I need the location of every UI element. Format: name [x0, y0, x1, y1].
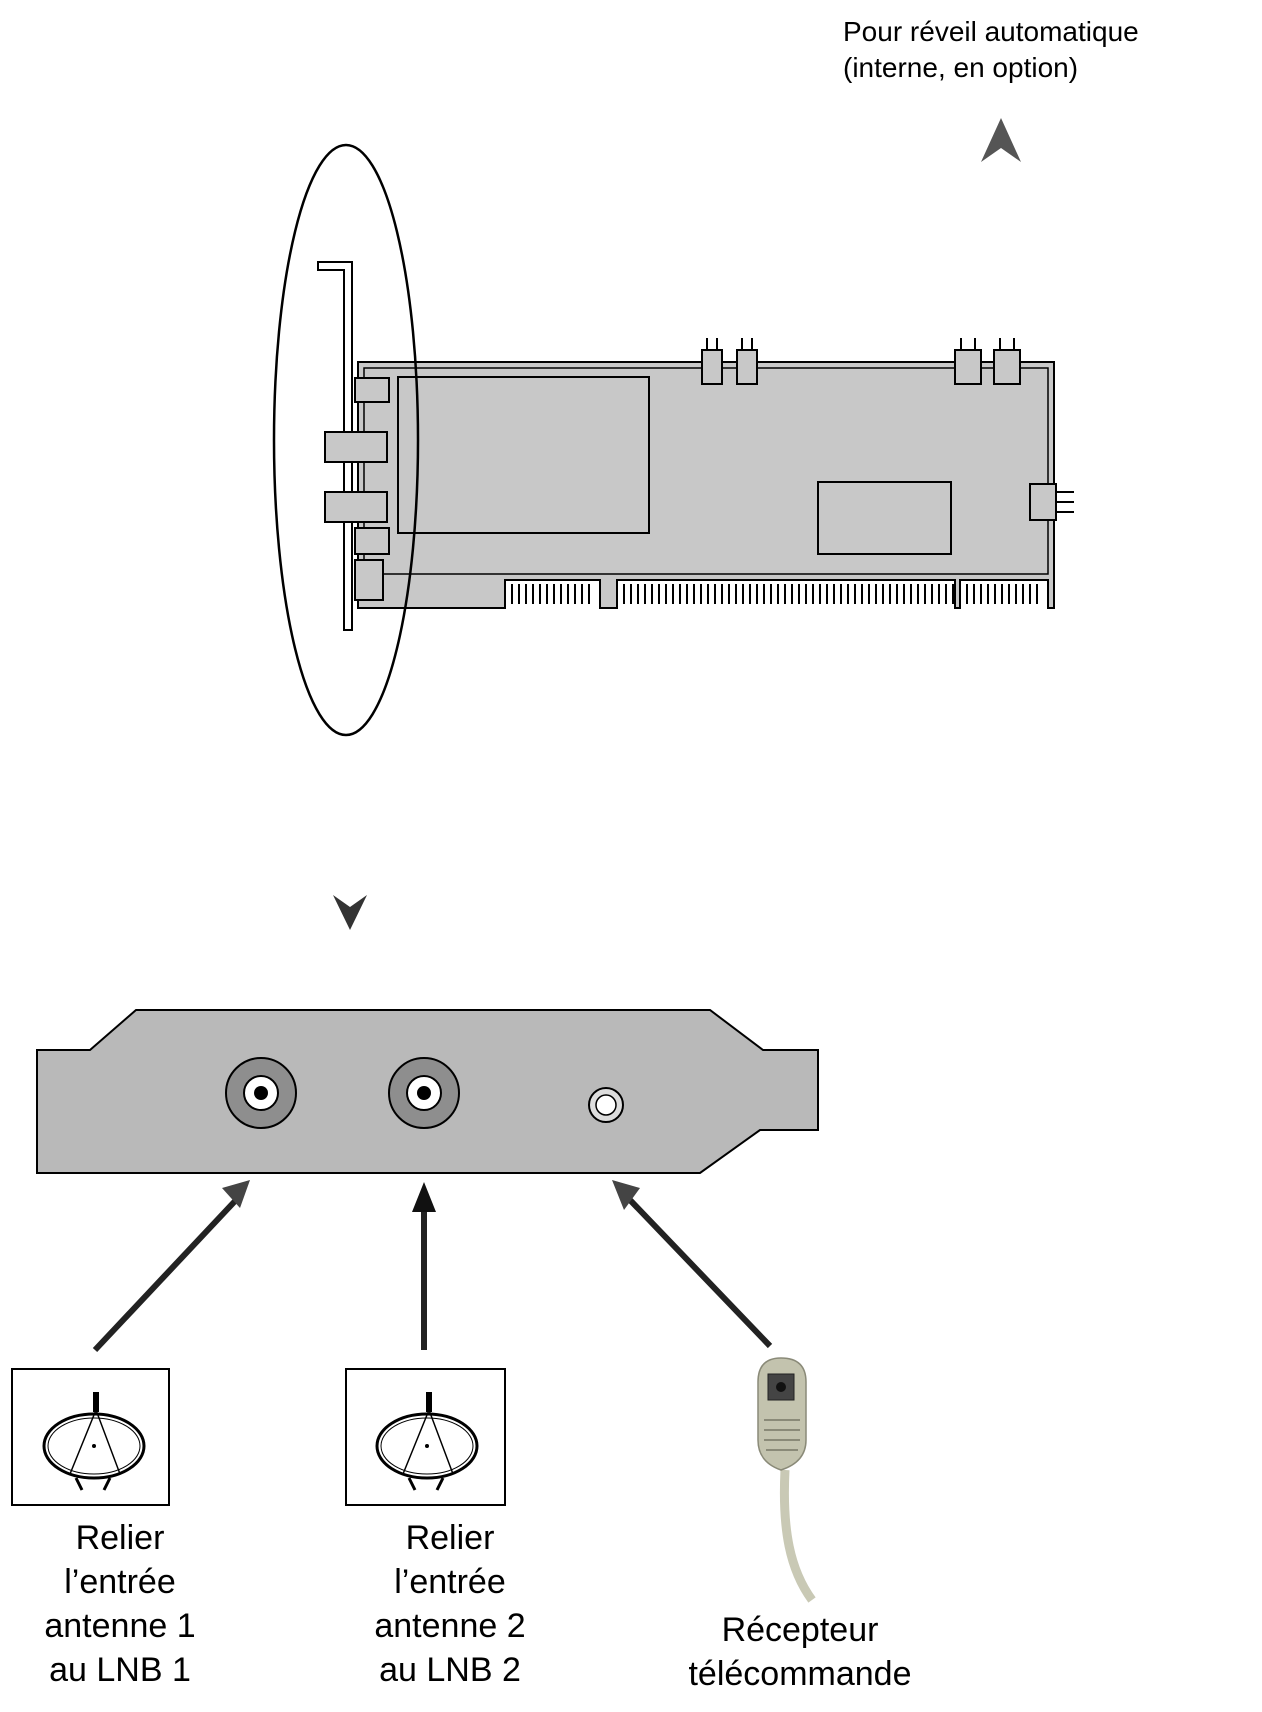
wakeup-label-line2: (interne, en option): [843, 52, 1079, 83]
tuner-module: [397, 376, 650, 534]
caption-remote-receiver: Récepteur télécommande: [660, 1608, 940, 1696]
caption-line: au LNB 2: [379, 1651, 521, 1689]
satellite-dish-1-icon: [11, 1368, 170, 1506]
wakeup-arrow: [981, 118, 1021, 318]
caption-line: antenne 1: [44, 1607, 196, 1645]
decoder-chip: [817, 481, 952, 555]
zoom-arrow: [333, 760, 367, 930]
caption-line: l’entrée: [64, 1563, 176, 1601]
bracket-closeup: [36, 1009, 819, 1174]
bracket-connectors: [324, 377, 390, 601]
wakeup-connector-label: Pour réveil automatique (interne, en opt…: [843, 14, 1139, 86]
caption-line: télécommande: [688, 1655, 912, 1693]
pci-card: [317, 261, 1074, 631]
arrow-antenna-1: [92, 1180, 250, 1353]
wakeup-label-line1: Pour réveil automatique: [843, 16, 1139, 47]
side-header: [1029, 483, 1057, 521]
arrow-remote-receiver: [612, 1180, 773, 1349]
remote-receiver-jack: [588, 1087, 624, 1123]
caption-antenna-1: Relier l’entrée antenne 1 au LNB 1: [0, 1516, 240, 1692]
bracket-highlight-ellipse: [272, 143, 420, 737]
antenna-input-1-connector: [225, 1057, 297, 1129]
satellite-dish-2-icon: [345, 1368, 506, 1506]
edge-connector: [511, 584, 1038, 604]
antenna-input-2-connector: [388, 1057, 460, 1129]
header-pins-right: [954, 338, 1021, 385]
caption-line: au LNB 1: [49, 1651, 191, 1689]
caption-line: antenne 2: [374, 1607, 526, 1645]
header-pins-left: [701, 338, 758, 385]
caption-line: Relier: [405, 1519, 495, 1557]
ir-receiver-icon: [757, 1357, 816, 1603]
caption-line: Récepteur: [721, 1611, 879, 1649]
arrow-antenna-2: [412, 1182, 436, 1350]
caption-line: Relier: [75, 1519, 165, 1557]
caption-antenna-2: Relier l’entrée antenne 2 au LNB 2: [330, 1516, 570, 1692]
caption-line: l’entrée: [394, 1563, 506, 1601]
